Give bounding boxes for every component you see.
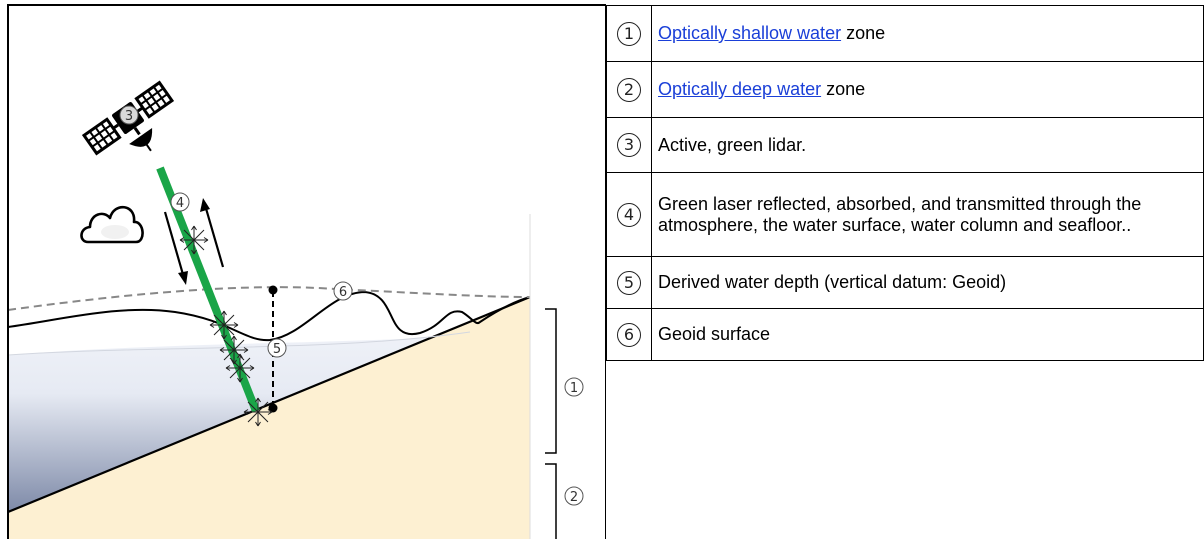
legend-number-5: 5: [617, 270, 641, 295]
legend-table: 1 Optically shallow water zone 2 Optical…: [606, 5, 1204, 361]
cloud-icon: [80, 205, 144, 244]
depth-top-dot: [268, 285, 278, 295]
svg-text:4: 4: [176, 196, 184, 211]
depth-bottom-dot: [268, 403, 278, 413]
legend-number-3: 3: [617, 133, 641, 157]
optically-shallow-water-link[interactable]: Optically shallow water: [658, 23, 842, 43]
svg-text:5: 5: [273, 342, 281, 357]
marker-6: 6: [333, 281, 353, 301]
legend-number-1: 1: [617, 21, 641, 46]
legend-text-1: zone: [841, 23, 886, 43]
subsurface-line: [8, 331, 471, 356]
water-surface-wave: [8, 290, 531, 342]
legend-text-4: Green laser reflected, absorbed, and tra…: [651, 172, 1204, 257]
lidar-bathymetry-diagram: 3 4 5 6 1 2: [7, 4, 606, 539]
seafloor-line: [8, 295, 531, 514]
svg-text:3: 3: [125, 109, 133, 124]
legend-number-2: 2: [617, 77, 641, 102]
marker-2: 2: [564, 486, 584, 506]
sand-area: [8, 297, 530, 539]
scatter-sparkle: [225, 353, 255, 383]
scatter-sparkle: [209, 310, 239, 340]
marker-4: 4: [170, 192, 190, 212]
side-strip: [530, 214, 605, 539]
legend-text-3: Active, green lidar.: [651, 117, 1204, 173]
svg-text:6: 6: [339, 285, 347, 300]
legend-row-6: 6 Geoid surface: [606, 308, 1204, 361]
marker-3: 3: [119, 105, 139, 125]
scatter-sparkle: [219, 335, 249, 365]
legend-number-4: 4: [617, 202, 641, 227]
arrow-up-icon: [200, 198, 225, 268]
legend-row-1: 1 Optically shallow water zone: [606, 5, 1204, 62]
diagram-frame: [7, 4, 606, 539]
legend-text-2: zone: [821, 79, 866, 99]
legend-text-6: Geoid surface: [651, 308, 1204, 361]
svg-text:1: 1: [570, 381, 578, 396]
legend-row-2: 2 Optically deep water zone: [606, 61, 1204, 118]
optically-deep-water-link[interactable]: Optically deep water: [658, 79, 822, 99]
svg-text:2: 2: [570, 490, 578, 505]
marker-5: 5: [267, 338, 287, 358]
shallow-zone-bracket: [545, 308, 557, 454]
marker-1: 1: [564, 377, 584, 397]
legend-row-4: 4 Green laser reflected, absorbed, and t…: [606, 172, 1204, 257]
scatter-sparkle: [179, 225, 209, 255]
arrow-down-icon: [163, 211, 188, 285]
scene: 3 4 5 6: [8, 80, 531, 539]
scatter-sparkle: [243, 397, 273, 427]
legend-row-5: 5 Derived water depth (vertical datum: G…: [606, 256, 1204, 309]
satellite-icon: [81, 80, 175, 156]
deep-zone-bracket: [545, 463, 557, 539]
legend-text-5: Derived water depth (vertical datum: Geo…: [651, 256, 1204, 309]
legend-row-3: 3 Active, green lidar.: [606, 117, 1204, 173]
legend-number-6: 6: [617, 322, 641, 347]
